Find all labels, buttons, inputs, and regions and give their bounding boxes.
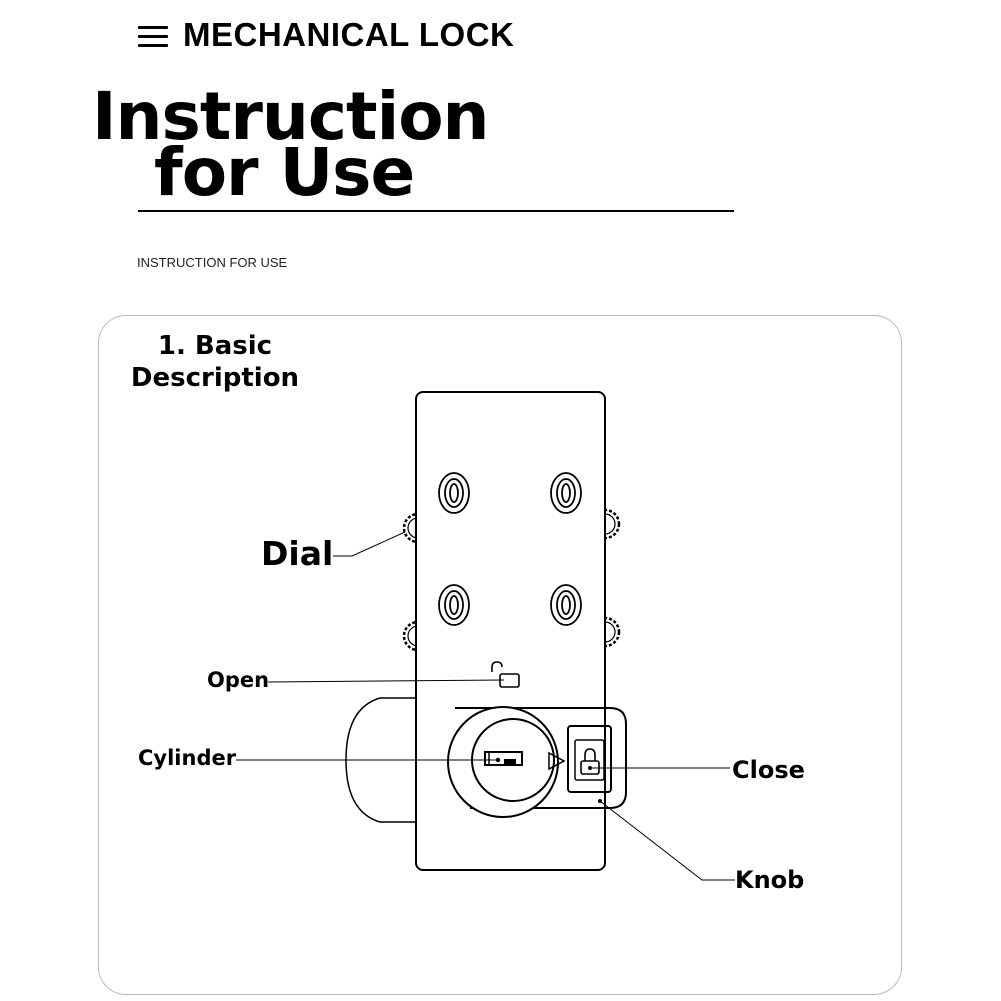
leader-dial	[333, 531, 406, 557]
title-divider	[138, 210, 734, 212]
description-card	[98, 315, 902, 995]
knob-plate	[455, 707, 627, 809]
cylinder-face	[447, 706, 559, 818]
section-title-line-1: 1. Basic	[157, 331, 273, 361]
hamburger-menu-icon[interactable]	[138, 24, 168, 48]
callout-close: Close	[732, 756, 805, 784]
sub-caption: INSTRUCTION FOR USE	[137, 255, 288, 270]
callout-cylinder: Cylinder	[138, 746, 237, 770]
section-title-line-2: Description	[130, 363, 300, 393]
page-title-line-2: for Use	[154, 134, 415, 211]
key-slot	[484, 751, 523, 766]
section-title: 1. Basic Description	[120, 330, 310, 394]
leader-knob	[599, 800, 735, 881]
callout-open: Open	[207, 668, 270, 692]
callout-dial: Dial	[261, 534, 334, 573]
leader-open	[267, 679, 505, 683]
header-title: MECHANICAL LOCK	[183, 16, 515, 53]
mounting-screws	[438, 472, 582, 626]
callout-knob: Knob	[735, 866, 805, 894]
play-arrow-icon	[548, 751, 566, 771]
knurled-dial-icon	[402, 512, 416, 652]
close-button-frame	[567, 725, 612, 793]
page-title-line-1: Instruction	[92, 78, 490, 155]
knurled-dial-icon-right	[605, 508, 621, 648]
